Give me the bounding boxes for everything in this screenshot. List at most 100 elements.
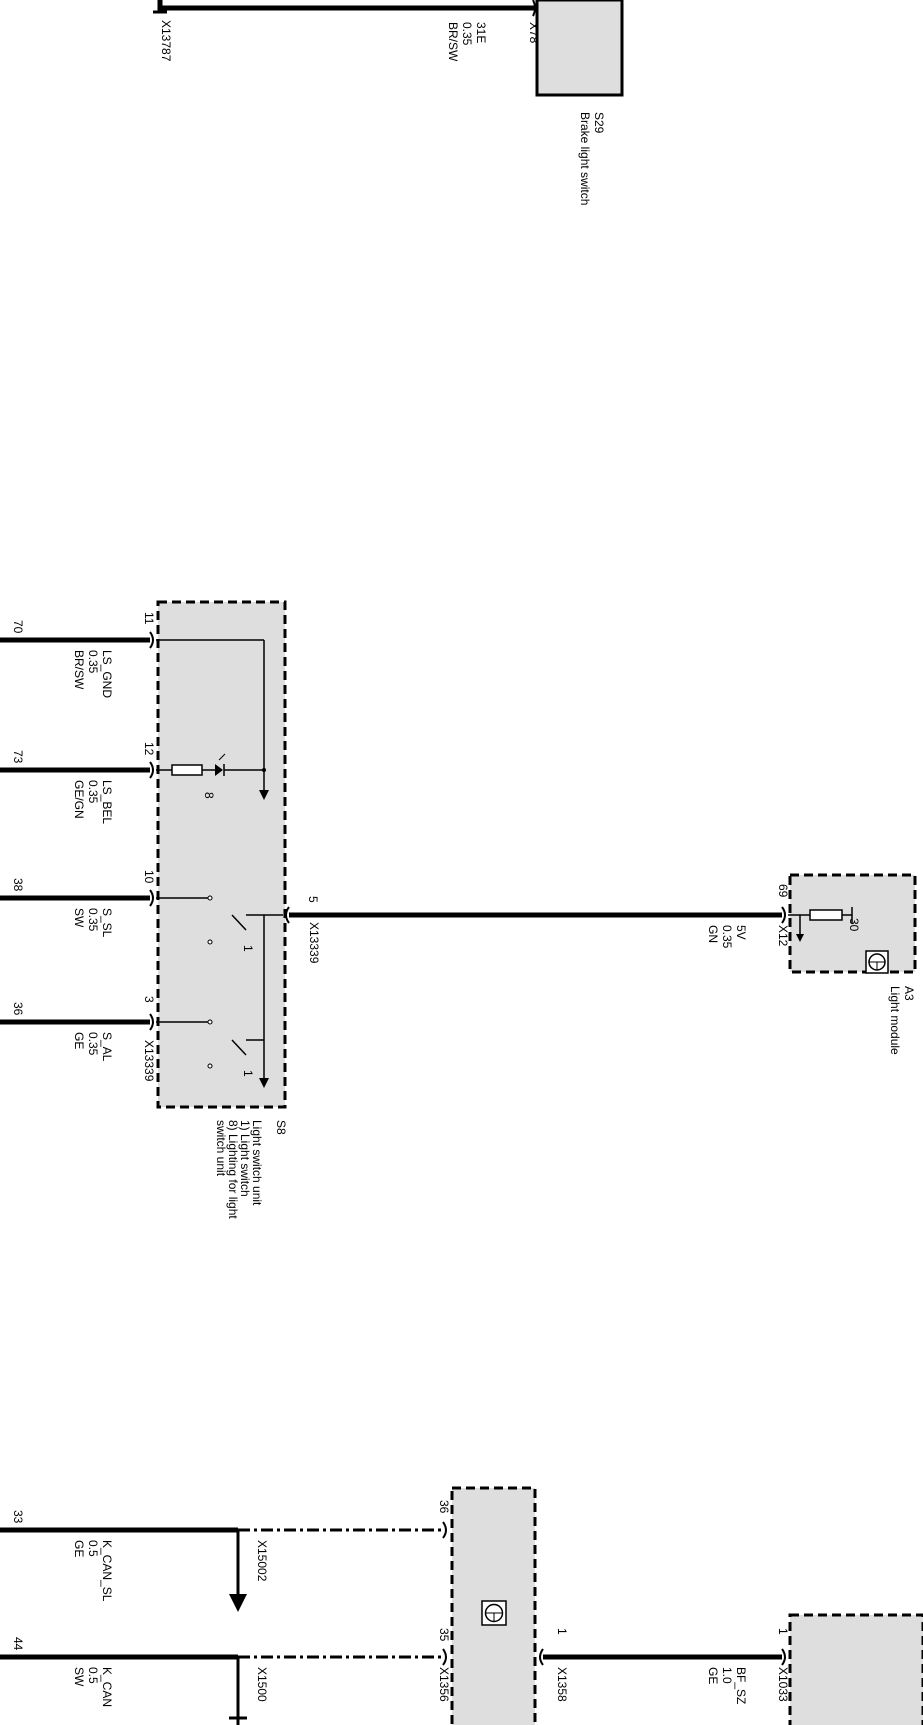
ground-arrow-icon: [796, 934, 804, 942]
terminal-label: 30: [847, 918, 861, 932]
connector-symbol: [781, 906, 786, 924]
wire-color: GN: [706, 925, 720, 943]
connector-symbol: [285, 906, 290, 924]
wire-end-label: 38: [11, 878, 25, 892]
pin-label: 10: [142, 870, 156, 884]
pin-label: 36: [437, 1500, 451, 1514]
wire-size: 0.5: [86, 1540, 100, 1557]
resistor-icon: [809, 909, 843, 921]
switch-contact: [207, 1063, 213, 1069]
connector-symbol: [532, 0, 536, 17]
brake-light-switch-box: [535, 0, 624, 97]
light-switch-unit-box: [156, 600, 287, 1109]
can-bus-section: 33 K_CAN_SL 0.5 GE X15002 36 44 K_CAN 0.…: [0, 1486, 923, 1725]
connector-label: X12: [776, 925, 790, 947]
wire-name: K_CAN: [100, 1667, 114, 1707]
connector-symbol: [539, 1648, 544, 1666]
wire-end-label: 36: [11, 1002, 25, 1016]
splice-label: X1500: [255, 1667, 269, 1702]
wire-name: LS_GND: [100, 650, 114, 698]
switch-contact: [207, 895, 213, 901]
wire-end-label: 70: [11, 620, 25, 634]
wire-label: 31E: [474, 22, 488, 43]
switch-contact: [207, 939, 213, 945]
wire-color: SW: [72, 1667, 86, 1687]
pin-label: 11: [142, 612, 156, 625]
connector-label: X13339: [307, 922, 321, 964]
switch-ref: 1: [241, 945, 255, 952]
led-icon: [215, 764, 223, 776]
ground-arrow-icon: [259, 1078, 269, 1088]
pin-label: 1: [776, 1628, 790, 1635]
connector-symbol: [149, 889, 154, 907]
module-symbol-circle: [484, 1603, 504, 1623]
wire-color: BR/SW: [446, 22, 460, 62]
light-switch-unit-section: 70 11 LS_GND 0.35 BR/SW 73 12 LS_BEL 0.3…: [0, 600, 782, 1219]
component-description: Light switch unit: [250, 1120, 264, 1206]
connector-symbol: [149, 631, 154, 649]
component-id: S8: [274, 1120, 288, 1135]
connector-label: X1358: [555, 1667, 569, 1702]
component-name: Light module: [888, 986, 902, 1055]
wire-name: LS_BEL: [100, 780, 114, 824]
brake-light-switch-section: X13787 31E 0.35 BR/SW X78 S29 Brake ligh…: [153, 0, 624, 205]
wire-end-label: 33: [11, 1510, 25, 1524]
wire-color: GE: [706, 1667, 720, 1684]
wire-name: 5V: [734, 925, 748, 940]
light-module-section: 69 5V 0.35 GN X12 30 A3 Light module: [706, 873, 917, 1055]
wire-color: GE: [72, 1032, 86, 1049]
wire-name: BF_SZ: [734, 1667, 748, 1704]
connector-symbol: [442, 1521, 447, 1539]
component-id: S29: [592, 112, 606, 134]
wire-color: GE/GN: [72, 780, 86, 819]
wire-name: S_SL: [100, 908, 114, 938]
wire-end-label: 44: [11, 1637, 25, 1651]
connector-symbol: [442, 1648, 447, 1666]
ground-arrow-icon: [259, 790, 269, 800]
wire-color: SW: [72, 908, 86, 928]
component-id: A3: [902, 986, 916, 1001]
wire-size: 0.35: [86, 780, 100, 804]
wire-size: 0.35: [86, 908, 100, 932]
wire-size: 0.5: [86, 1667, 100, 1684]
connector-symbol: [781, 1648, 786, 1666]
pin-label: 35: [437, 1628, 451, 1642]
splice-arrow-icon: [229, 1594, 247, 1612]
component-description: switch unit: [214, 1120, 228, 1177]
switch-contact: [207, 1019, 213, 1025]
connector-label: X1356: [437, 1667, 451, 1702]
wire-size: 1.0: [720, 1667, 734, 1684]
wire-color: GE: [72, 1540, 86, 1557]
switch-ref: 1: [241, 1070, 255, 1077]
junction-dot: [262, 768, 266, 772]
connector-symbol: [149, 761, 154, 779]
light-module-box: [788, 873, 917, 974]
bf-module-box: [788, 1613, 923, 1725]
wire-end-label: 73: [11, 750, 25, 764]
component-name: Brake light switch: [578, 112, 592, 205]
switch-blade: [231, 1039, 247, 1056]
pin-label: 69: [776, 884, 790, 898]
component-description: 1) Light switch: [238, 1120, 252, 1197]
led-ray: [218, 753, 226, 761]
pin-label: 3: [142, 996, 156, 1003]
connector-label: X1033: [776, 1667, 790, 1702]
connector-label: X13787: [159, 20, 173, 62]
switch-blade: [231, 914, 247, 931]
wire-size: 0.35: [720, 925, 734, 949]
wire-color: BR/SW: [72, 650, 86, 690]
wire-size: 0.35: [460, 22, 474, 46]
pin-label: 5: [306, 896, 320, 903]
connector-symbol: [149, 1013, 154, 1031]
wire-size: 0.35: [86, 1032, 100, 1056]
splice-label: X15002: [255, 1540, 269, 1582]
lamp-ref: 8: [202, 792, 216, 799]
component-description: 8) Lighting for light: [226, 1120, 240, 1219]
wire-size: 0.35: [86, 650, 100, 674]
pin-label: 12: [142, 742, 156, 756]
wire-name: S_AL: [100, 1032, 114, 1062]
connector-label: X13339: [142, 1040, 156, 1082]
pin-label: 1: [555, 1628, 569, 1635]
wire-name: K_CAN_SL: [100, 1540, 114, 1602]
